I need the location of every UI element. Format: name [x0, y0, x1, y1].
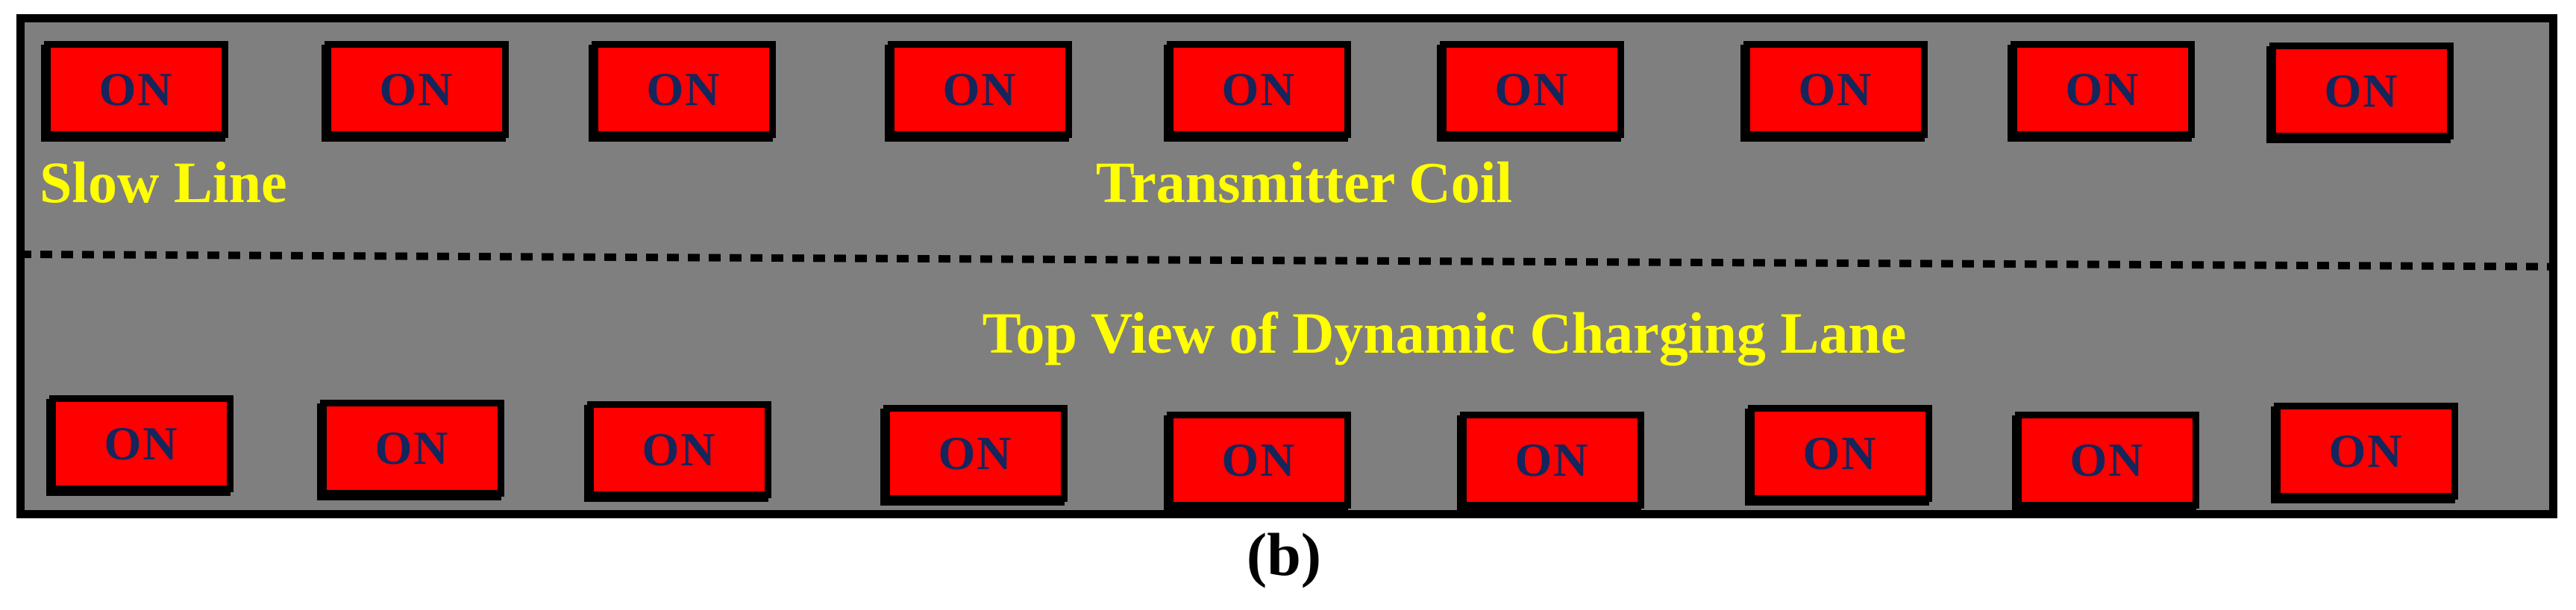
transmitter-coil-label: Transmitter Coil [1095, 150, 1513, 215]
coil-top-8: ON [2011, 41, 2195, 138]
coil-top-5: ON [1167, 41, 1351, 138]
coil-bottom-8: ON [2015, 412, 2199, 509]
coil-bottom-2: ON [320, 400, 504, 497]
slow-line-label: Slow Line [40, 150, 287, 215]
coil-top-9: ON [2269, 43, 2454, 139]
lane-title-label: Top View of Dynamic Charging Lane [982, 301, 1907, 365]
coil-bottom-6: ON [1460, 412, 1644, 509]
coil-bottom-3: ON [587, 401, 771, 498]
coil-top-2: ON [325, 41, 509, 138]
coil-bottom-5: ON [1167, 412, 1351, 509]
coil-top-6: ON [1440, 41, 1624, 138]
coil-bottom-7: ON [1748, 405, 1932, 502]
coil-top-7: ON [1743, 41, 1928, 138]
coil-bottom-1: ON [49, 395, 234, 492]
coil-top-1: ON [44, 41, 228, 138]
coil-top-4: ON [888, 41, 1072, 138]
coil-top-3: ON [592, 41, 776, 138]
figure-caption: (b) [1246, 521, 1322, 588]
coil-bottom-9: ON [2274, 403, 2458, 500]
coil-bottom-4: ON [883, 405, 1068, 502]
